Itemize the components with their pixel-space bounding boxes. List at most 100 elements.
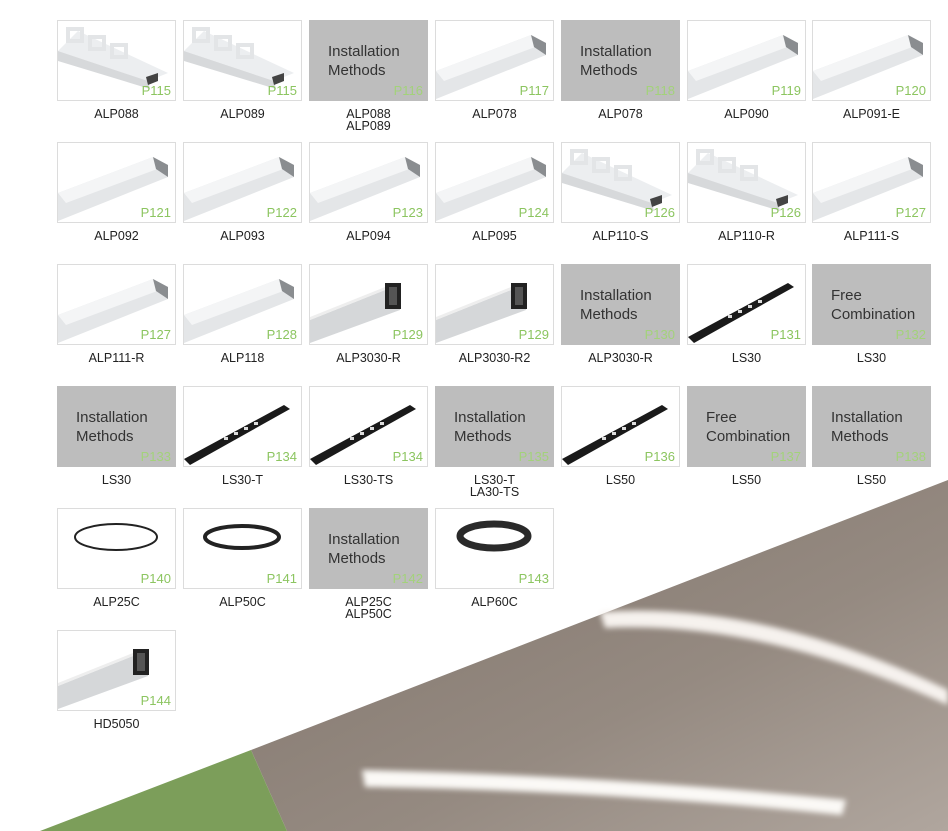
product-image bbox=[688, 283, 794, 343]
product-label: ALP3030-R bbox=[561, 351, 680, 365]
product-label: LS30-T bbox=[183, 473, 302, 487]
product-tile[interactable]: P126 bbox=[561, 142, 680, 223]
product-label: ALP095 bbox=[435, 229, 554, 243]
product-label: ALP092 bbox=[57, 229, 176, 243]
product-label: HD5050 bbox=[57, 717, 176, 731]
product-code: LS50 bbox=[605, 473, 636, 487]
product-code: ALP078 bbox=[598, 107, 643, 121]
product-image bbox=[58, 649, 149, 709]
product-image bbox=[58, 279, 168, 343]
product-image bbox=[184, 279, 294, 343]
page-number: P118 bbox=[645, 83, 675, 98]
tile-heading-line: Combination bbox=[706, 428, 791, 445]
product-tile[interactable]: P129 bbox=[435, 264, 554, 345]
product-tile[interactable]: P126 bbox=[687, 142, 806, 223]
product-tile[interactable]: P144 bbox=[57, 630, 176, 711]
tile-heading-line: Methods bbox=[580, 62, 638, 79]
product-image bbox=[184, 405, 290, 465]
product-code: ALP3030-R bbox=[588, 351, 653, 365]
page-number: P121 bbox=[140, 205, 171, 220]
product-tile[interactable]: P131 bbox=[687, 264, 806, 345]
product-image bbox=[688, 149, 798, 211]
tile-heading-line: Methods bbox=[76, 428, 134, 445]
product-code: ALP3030-R2 bbox=[458, 351, 531, 365]
product-code: ALP25C bbox=[93, 595, 140, 609]
product-tile[interactable]: P121 bbox=[57, 142, 176, 223]
product-label: LS30 bbox=[812, 352, 931, 365]
page-number: P117 bbox=[519, 83, 549, 98]
page-number: P141 bbox=[266, 571, 297, 586]
product-label: ALP3030-R bbox=[309, 352, 428, 365]
product-tile[interactable]: P123 bbox=[309, 142, 428, 223]
tile-heading-line: Free bbox=[831, 287, 862, 304]
product-label: LS50 bbox=[687, 474, 806, 487]
product-tile[interactable]: P136 bbox=[561, 386, 680, 467]
light-strip bbox=[600, 610, 948, 705]
page-number: P115 bbox=[141, 83, 171, 98]
product-code: ALP090 bbox=[724, 107, 769, 121]
product-label: ALP50C bbox=[183, 596, 302, 609]
product-code: LS30-T bbox=[222, 473, 263, 487]
product-code: LS30-T bbox=[474, 473, 515, 487]
product-tile[interactable]: P128 bbox=[183, 264, 302, 345]
product-label: ALP078 bbox=[561, 107, 680, 121]
product-image bbox=[562, 149, 672, 211]
product-tile[interactable]: P124 bbox=[435, 142, 554, 223]
product-tile[interactable]: P117 bbox=[435, 20, 554, 101]
product-label: ALP093 bbox=[183, 230, 302, 243]
product-image bbox=[58, 27, 168, 89]
product-tile[interactable]: P129 bbox=[309, 264, 428, 345]
product-label: LS50 bbox=[812, 473, 931, 487]
page-number: P134 bbox=[266, 449, 297, 464]
product-tile[interactable]: P122 bbox=[183, 142, 302, 223]
product-image bbox=[310, 283, 401, 343]
page-number: P134 bbox=[392, 449, 423, 464]
page-number: P135 bbox=[518, 449, 549, 464]
product-tile[interactable]: P143 bbox=[435, 508, 554, 589]
product-tile[interactable]: P134 bbox=[183, 386, 302, 467]
product-image bbox=[436, 157, 546, 221]
tile-heading-line: Methods bbox=[580, 306, 638, 323]
product-tile[interactable]: P127 bbox=[57, 264, 176, 345]
page-number: P126 bbox=[770, 205, 801, 220]
product-code: LS50 bbox=[856, 473, 887, 487]
product-label: ALP111-R bbox=[57, 352, 176, 365]
product-tile[interactable]: P141 bbox=[183, 508, 302, 589]
product-label: ALP078 bbox=[435, 108, 554, 121]
product-code: LS30 bbox=[731, 351, 762, 365]
product-image bbox=[436, 283, 527, 343]
product-label: ALP094 bbox=[309, 230, 428, 243]
product-code: ALP095 bbox=[472, 229, 517, 243]
product-tile[interactable]: P115 bbox=[183, 20, 302, 101]
product-tile[interactable]: P115 bbox=[57, 20, 176, 101]
green-band bbox=[40, 750, 287, 831]
product-tile[interactable]: P120 bbox=[812, 20, 931, 101]
product-tile[interactable]: P134 bbox=[309, 386, 428, 467]
product-tile[interactable]: P119 bbox=[687, 20, 806, 101]
product-label: ALP118 bbox=[183, 352, 302, 365]
tile-heading-line: Methods bbox=[328, 62, 386, 79]
product-tile[interactable]: P140 bbox=[57, 508, 176, 589]
product-code: ALP088 bbox=[346, 107, 391, 121]
product-image bbox=[562, 405, 668, 465]
product-tile[interactable]: P127 bbox=[812, 142, 931, 223]
light-strip bbox=[362, 770, 846, 815]
product-code: HD5050 bbox=[93, 717, 140, 731]
product-code: ALP092 bbox=[94, 229, 139, 243]
page-number: P144 bbox=[140, 693, 171, 708]
page-number: P132 bbox=[895, 327, 926, 342]
